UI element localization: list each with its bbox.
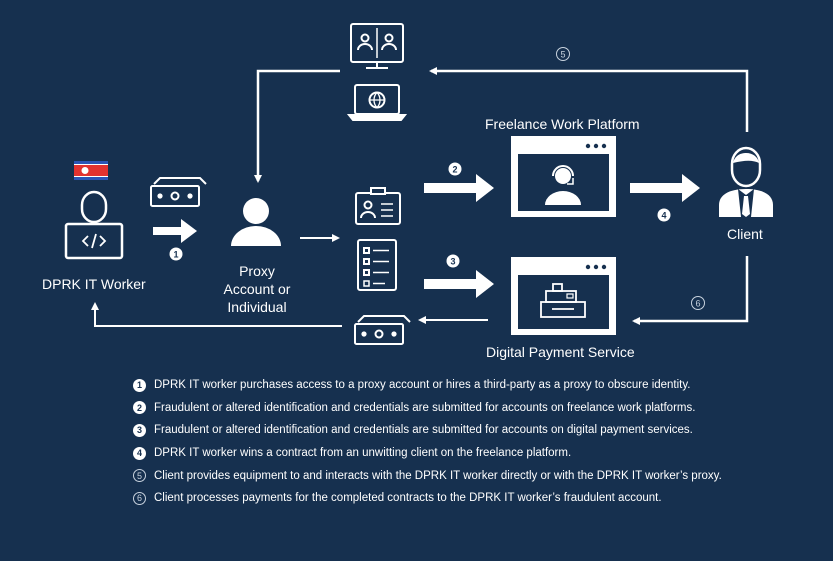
legend-item: 5 Client provides equipment to and inter… (133, 464, 793, 487)
proxy-label: Proxy Account or Individual (207, 262, 307, 316)
freelance-platform-label: Freelance Work Platform (485, 116, 640, 132)
steps-legend: 1 DPRK IT worker purchases access to a p… (133, 374, 793, 510)
payment-window-icon (511, 257, 616, 335)
legend-item: 6 Client processes payments for the comp… (133, 487, 793, 510)
proxy-person-icon (231, 198, 281, 246)
flag-icon (74, 161, 108, 180)
legend-item: 2 Fraudulent or altered identification a… (133, 397, 793, 420)
checklist-document-icon (357, 239, 397, 291)
arrow-cash-to-worker (91, 302, 342, 327)
proxy-label-line1: Proxy (239, 263, 275, 279)
step-number-badge: 1 (133, 378, 146, 392)
step-text: Fraudulent or altered identification and… (154, 401, 696, 414)
step-text: Client processes payments for the comple… (154, 492, 662, 505)
proxy-label-line2: Account or (223, 281, 291, 297)
step-number-badge: 6 (133, 491, 146, 505)
arrow-step-6 (632, 256, 749, 325)
arrow-step-2 (424, 174, 494, 202)
badge-2 (448, 162, 462, 176)
arrow-to-proxy (254, 69, 340, 183)
arrow-step-4 (630, 174, 700, 202)
client-label: Client (727, 226, 763, 242)
svg-text:1: 1 (173, 250, 178, 260)
proxy-label-line3: Individual (227, 299, 287, 315)
cash-icon (150, 177, 207, 207)
step-number-badge: 5 (133, 469, 146, 483)
legend-item: 3 Fraudulent or altered identification a… (133, 419, 793, 442)
arrow-step-3 (424, 270, 494, 298)
badge-5 (556, 47, 570, 61)
step-text: Client provides equipment to and interac… (154, 469, 722, 482)
badge-1 (169, 247, 183, 261)
step-text: Fraudulent or altered identification and… (154, 424, 693, 437)
badge-6 (691, 296, 705, 310)
worker-laptop-icon (64, 190, 124, 260)
freelance-platform-window-icon (511, 136, 616, 217)
legend-item: 4 DPRK IT worker wins a contract from an… (133, 442, 793, 465)
step-number-badge: 2 (133, 401, 146, 415)
step-number-badge: 3 (133, 423, 146, 437)
badge-3 (446, 254, 460, 268)
badge-4 (657, 208, 671, 222)
payment-service-label: Digital Payment Service (486, 344, 635, 360)
svg-text:3: 3 (450, 257, 455, 267)
svg-text:2: 2 (452, 165, 457, 175)
globe-laptop-icon (346, 84, 408, 121)
step-text: DPRK IT worker wins a contract from an u… (154, 447, 572, 460)
svg-text:6: 6 (695, 299, 700, 309)
video-call-monitor-icon (350, 23, 404, 69)
svg-text:4: 4 (661, 211, 666, 221)
id-card-icon (355, 187, 401, 225)
legend-item: 1 DPRK IT worker purchases access to a p… (133, 374, 793, 397)
client-businessman-icon (719, 146, 773, 217)
arrow-step-5 (429, 67, 749, 132)
arrow-step-1 (153, 219, 197, 243)
svg-text:5: 5 (560, 50, 565, 60)
step-number-badge: 4 (133, 446, 146, 460)
cash-icon-bottom (354, 315, 411, 345)
step-text: DPRK IT worker purchases access to a pro… (154, 379, 691, 392)
worker-label: DPRK IT Worker (42, 276, 146, 292)
